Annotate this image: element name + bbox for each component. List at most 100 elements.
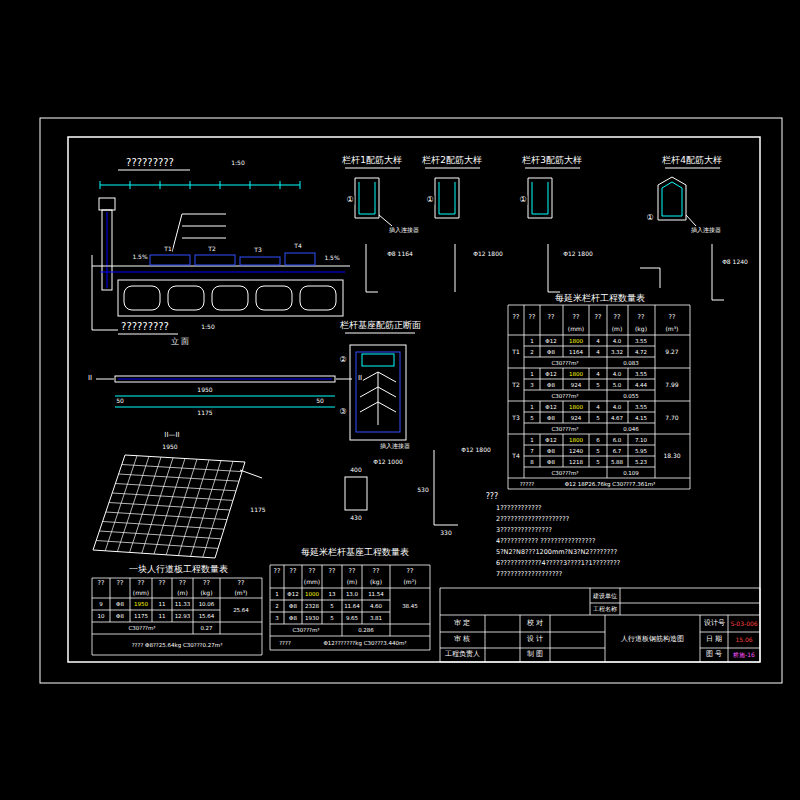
drawing-label: 3 <box>529 381 535 387</box>
drawing-line <box>439 182 455 214</box>
drawing-line <box>262 578 263 655</box>
drawing-label: 3.55 <box>634 337 648 343</box>
drawing-line <box>300 181 301 189</box>
drawing-line <box>285 253 315 265</box>
drawing-label: 3 <box>274 615 280 621</box>
drawing-label: 1:50 <box>230 160 245 167</box>
drawing-label: 1950 <box>196 387 213 394</box>
drawing-label: ????????? <box>125 157 175 168</box>
drawing-line <box>628 305 629 335</box>
drawing-line <box>345 333 415 334</box>
drawing-label: 11.33 <box>174 601 192 607</box>
drawing-label: Φ8 <box>546 447 556 453</box>
drawing-label: (m) <box>611 326 624 333</box>
drawing-label: Φ12 <box>544 436 557 442</box>
drawing-label: 8 <box>529 458 535 464</box>
drawing-line <box>508 335 690 336</box>
drawing-label: 4.15 <box>634 414 648 420</box>
drawing-line <box>118 170 190 171</box>
drawing-line <box>540 434 541 467</box>
drawing-line <box>524 423 655 424</box>
drawing-label: Φ12 <box>286 591 299 597</box>
drawing-label: ????????? <box>120 321 170 332</box>
drawing-label: 0.27 <box>199 625 213 631</box>
drawing-line <box>628 335 629 357</box>
drawing-line <box>440 588 441 662</box>
drawing-label: 3.55 <box>634 370 648 376</box>
drawing-label: C30???m³ <box>550 392 579 398</box>
drawing-label: ② <box>338 356 347 365</box>
drawing-label: 1164 <box>568 348 584 354</box>
drawing-label: 0.286 <box>357 627 375 633</box>
drawing-line <box>182 238 226 239</box>
drawing-label: ?? <box>406 568 415 575</box>
drawing-line <box>628 368 629 390</box>
drawing-line <box>302 565 303 624</box>
drawing-label: S-03-006 <box>729 621 758 628</box>
drawing-line <box>124 286 160 310</box>
drawing-label: 1 <box>529 403 535 409</box>
drawing-label: ?? <box>328 568 337 575</box>
drawing-line <box>345 477 367 510</box>
drawing-line <box>508 305 690 306</box>
drawing-line <box>182 214 226 215</box>
drawing-line <box>379 215 392 226</box>
drawing-label: ?? <box>273 568 282 575</box>
drawing-line <box>172 578 173 622</box>
drawing-line <box>508 368 690 369</box>
drawing-label: 924 <box>570 381 583 387</box>
drawing-label: 38.45 <box>401 603 419 609</box>
drawing-label: 10.06 <box>198 601 216 607</box>
drawing-label: 7.10 <box>634 436 648 442</box>
drawing-line <box>172 214 182 252</box>
drawing-label: 3.55 <box>634 403 648 409</box>
drawing-line <box>508 489 690 490</box>
drawing-line <box>434 450 458 525</box>
drawing-line <box>508 401 690 402</box>
drawing-line <box>190 181 191 189</box>
drawing-label: T3 <box>511 414 520 421</box>
drawing-label: 5.0 <box>612 381 623 387</box>
drawing-label: T1 <box>511 348 520 355</box>
drawing-label: Φ8 1164 <box>386 251 414 258</box>
drawing-line <box>182 226 226 227</box>
drawing-label: 1175 <box>196 410 213 417</box>
drawing-label: II <box>87 375 93 383</box>
drawing-line <box>712 244 724 300</box>
drawing-label: 设 计 <box>526 636 544 644</box>
drawing-line <box>700 648 760 649</box>
drawing-line <box>440 662 760 663</box>
drawing-line <box>300 286 336 310</box>
drawing-line <box>115 396 335 397</box>
drawing-label: ?? <box>116 580 125 587</box>
drawing-line <box>350 345 406 440</box>
drawing-label: ?? <box>572 314 581 321</box>
drawing-label: Φ8 <box>546 414 556 420</box>
drawing-line <box>607 305 608 478</box>
drawing-label: 1800 <box>568 403 584 409</box>
drawing-line <box>130 578 131 622</box>
drawing-line <box>92 578 262 579</box>
drawing-label: 7 <box>529 447 535 453</box>
drawing-label: (kg) <box>634 326 648 333</box>
drawing-label: T1 <box>163 246 172 253</box>
drawing-label: 9.27 <box>664 348 679 355</box>
drawing-label: 6????????????4?????3????1?1???????? <box>495 560 621 567</box>
drawing-line <box>150 255 190 265</box>
drawing-line <box>103 522 224 530</box>
drawing-label: (kg) <box>200 590 214 597</box>
drawing-label: 栏杆1配筋大样 <box>341 156 403 166</box>
drawing-label: 栏杆3配筋大样 <box>521 156 583 166</box>
drawing-line <box>270 600 390 601</box>
drawing-line <box>355 177 724 300</box>
drawing-label: (m²) <box>403 579 418 586</box>
drawing-label: 栏杆4配筋大样 <box>661 156 723 166</box>
drawing-line <box>508 305 509 489</box>
drawing-line <box>686 215 696 226</box>
drawing-line <box>178 460 209 556</box>
drawing-label: (mm) <box>567 326 585 333</box>
drawing-label: 2328 <box>304 603 320 609</box>
drawing-label: (m³) <box>234 590 249 597</box>
drawing-label: 5 <box>329 615 335 621</box>
drawing-line <box>640 268 660 288</box>
